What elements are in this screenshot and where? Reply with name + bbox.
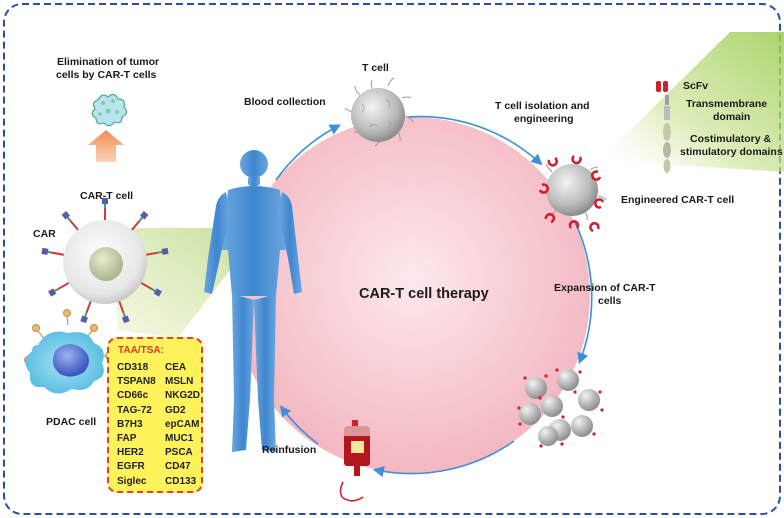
engineered-car-t-label: Engineered CAR-T cell bbox=[621, 194, 735, 206]
arrow-blood-collection bbox=[275, 124, 341, 181]
antigen-item: HER2 bbox=[117, 447, 144, 459]
antigen-item: MSLN bbox=[165, 376, 194, 388]
car-t-cell-label: CAR-T cell bbox=[80, 190, 134, 202]
outer-frame bbox=[3, 3, 781, 515]
arrow-reinfusion bbox=[372, 440, 515, 478]
antigen-item: PSCA bbox=[165, 447, 193, 459]
human-figure bbox=[204, 150, 302, 452]
antigen-item: epCAM bbox=[165, 418, 200, 430]
antigen-box-title: TAA/TSA: bbox=[118, 345, 164, 356]
therapy-title: CAR-T cell therapy bbox=[359, 286, 489, 302]
cycle-disc bbox=[234, 117, 590, 473]
antigen-item: NKG2D bbox=[165, 390, 201, 402]
eliminated-tumor-cell bbox=[91, 93, 128, 127]
scfv-label: ScFv bbox=[683, 80, 709, 92]
antigen-item: CD66c bbox=[117, 390, 149, 402]
isolation-label-line1: T cell isolation and bbox=[495, 100, 590, 112]
antigen-item: EGFR bbox=[117, 461, 145, 473]
reinfusion-label: Reinfusion bbox=[262, 444, 317, 456]
costimulatory-label-line1: Costimulatory & bbox=[690, 133, 772, 145]
expanded-car-t-cells bbox=[517, 368, 604, 448]
car-t-cell bbox=[41, 198, 169, 324]
expansion-label-line1: Expansion of CAR-T bbox=[554, 282, 656, 294]
pdac-cell bbox=[23, 308, 114, 394]
blood-collection-label: Blood collection bbox=[244, 96, 326, 108]
antigen-item: TSPAN8 bbox=[117, 376, 156, 388]
car-label: CAR bbox=[33, 228, 56, 240]
antigen-item: Siglec bbox=[117, 475, 147, 487]
zoom-beam bbox=[112, 228, 262, 338]
expansion-label-line2: cells bbox=[598, 295, 622, 307]
arrow-expansion bbox=[574, 221, 593, 365]
blood-bag bbox=[339, 420, 370, 502]
antigen-item: TAG-72 bbox=[117, 404, 152, 416]
transmembrane-label-line2: domain bbox=[713, 111, 751, 123]
antigen-item: CEA bbox=[165, 362, 187, 373]
t-cell-label: T cell bbox=[362, 62, 389, 74]
t-cell bbox=[344, 77, 414, 147]
elimination-label-line2: cells by CAR-T cells bbox=[56, 69, 157, 81]
pdac-cell-label: PDAC cell bbox=[46, 416, 97, 428]
antigen-item: B7H3 bbox=[117, 418, 143, 430]
cycle-arrows bbox=[275, 115, 593, 478]
car-schematic-cone bbox=[600, 32, 784, 172]
antigen-column-2: CEA MSLN NKG2D GD2 epCAM MUC1 PSCA CD47 … bbox=[165, 361, 200, 489]
antigen-box: TAA/TSA: CD318 TSPAN8 CD66c TAG-72 B7H3 … bbox=[107, 337, 203, 493]
antigen-item: FAP bbox=[117, 433, 137, 445]
costimulatory-label-line2: stimulatory domains bbox=[680, 146, 783, 158]
antigen-item: GD2 bbox=[165, 404, 186, 416]
elimination-label-line1: Elimination of tumor bbox=[57, 56, 160, 68]
engineered-car-t-cell bbox=[538, 155, 607, 233]
elimination-arrow bbox=[88, 130, 124, 162]
arrow-isolation bbox=[407, 115, 543, 166]
arrow-return bbox=[279, 405, 319, 445]
antigen-item: CD47 bbox=[165, 461, 191, 473]
car-schematic bbox=[656, 81, 671, 173]
antigen-item: MUC1 bbox=[165, 433, 194, 445]
transmembrane-label-line1: Transmembrane bbox=[686, 98, 768, 110]
antigen-column-1: CD318 TSPAN8 CD66c TAG-72 B7H3 FAP HER2 … bbox=[117, 361, 156, 489]
isolation-label-line2: engineering bbox=[514, 113, 574, 125]
antigen-item: CD318 bbox=[117, 362, 149, 373]
antigen-item: CD133 bbox=[165, 475, 197, 487]
